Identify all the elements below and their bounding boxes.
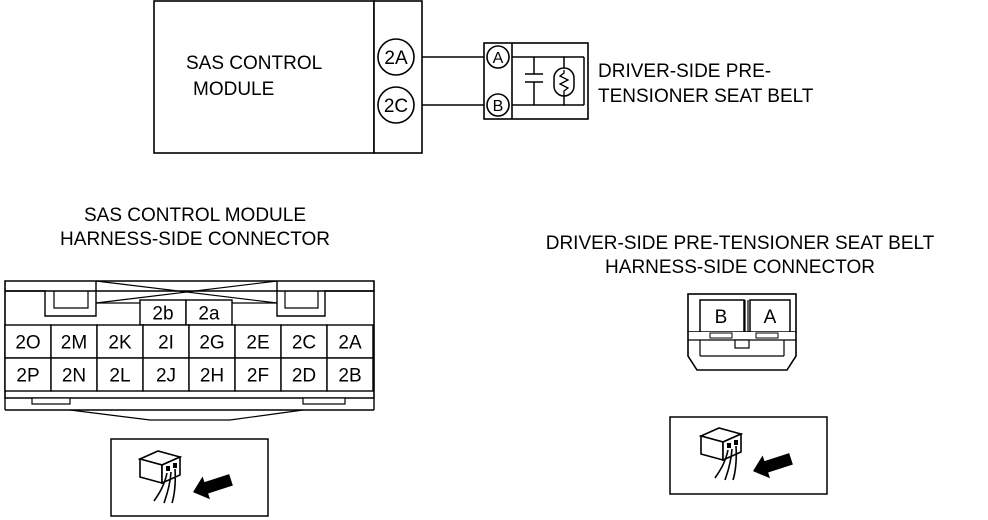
module-pin-2c-label: 2C: [384, 96, 408, 117]
sas-pin-2d: 2D: [292, 366, 316, 387]
sas-connector-pin-grid: 2b 2a 2O 2M 2K 2I 2G 2E 2C 2A 2P 2N 2L 2J 2H 2F 2D 2B: [4, 299, 374, 392]
sas-pin-2b: 2b: [152, 304, 173, 325]
sas-view-direction-box: [110, 438, 269, 517]
sas-pin-2f: 2F: [247, 366, 269, 387]
sas-pin-2l: 2L: [109, 366, 130, 387]
sas-pin-2b: 2B: [338, 366, 361, 387]
belt-pin-b-label: B: [493, 98, 504, 115]
sas-pin-2c-cell: [280, 324, 328, 359]
module-pin-2c: 2C: [377, 86, 415, 124]
sas-pin-2c: 2C: [292, 333, 316, 354]
belt-label-line2: TENSIONER SEAT BELT: [598, 86, 814, 107]
belt-connector-face: [687, 293, 797, 371]
sas-pin-2b-cell: [326, 357, 374, 392]
belt-label-line1: DRIVER-SIDE PRE-: [598, 61, 772, 82]
sas-pin-2e-cell: [234, 324, 282, 359]
sas-pin-2m: 2M: [61, 333, 87, 354]
belt-connector-title-line1: DRIVER-SIDE PRE-TENSIONER SEAT BELT: [545, 233, 935, 254]
belt-pin-a: A: [486, 45, 510, 69]
module-label-line1: SAS CONTROL: [186, 53, 323, 74]
module-label-line2: MODULE: [193, 79, 275, 100]
sas-pin-2k: 2K: [108, 333, 132, 354]
sas-pin-2j: 2J: [156, 366, 176, 387]
sas-pin-2b-cell: [139, 299, 187, 326]
module-pin-2a-label: 2A: [384, 48, 408, 69]
sas-connector-title-line2: HARNESS-SIDE CONNECTOR: [60, 229, 330, 250]
sas-pin-2a: 2A: [338, 333, 362, 354]
insert-arrow-icon: [192, 474, 233, 500]
sas-pin-2o-cell: [4, 324, 52, 359]
belt-pin-a-face-label: A: [764, 307, 777, 328]
sas-pin-2n: 2N: [62, 366, 86, 387]
sas-pin-2p: 2P: [16, 366, 39, 387]
sas-pin-2k-cell: [96, 324, 144, 359]
sas-pin-2i-cell: [142, 324, 190, 359]
sas-pin-2h: 2H: [200, 366, 224, 387]
sas-pin-2i: 2I: [158, 333, 174, 354]
belt-pin-b: B: [486, 93, 510, 117]
sas-control-module-block: [153, 0, 423, 154]
sas-pin-2o: 2O: [15, 333, 40, 354]
sas-pin-2m-cell: [50, 324, 98, 359]
sas-connector-title-line1: SAS CONTROL MODULE: [83, 205, 307, 226]
sas-pin-2j-cell: [142, 357, 190, 392]
insert-arrow-icon: [752, 453, 793, 479]
sas-pin-2e: 2E: [246, 333, 269, 354]
module-pin-2a: 2A: [377, 38, 415, 76]
belt-view-direction-box: [669, 416, 828, 495]
belt-pin-a-label: A: [493, 50, 504, 67]
sas-pin-2g: 2G: [199, 333, 224, 354]
belt-pin-b-face-label: B: [715, 307, 728, 328]
sas-pin-2a-cell: [185, 299, 233, 326]
sas-pin-2a: 2a: [198, 304, 220, 325]
belt-connector-title-line2: HARNESS-SIDE CONNECTOR: [605, 257, 875, 278]
